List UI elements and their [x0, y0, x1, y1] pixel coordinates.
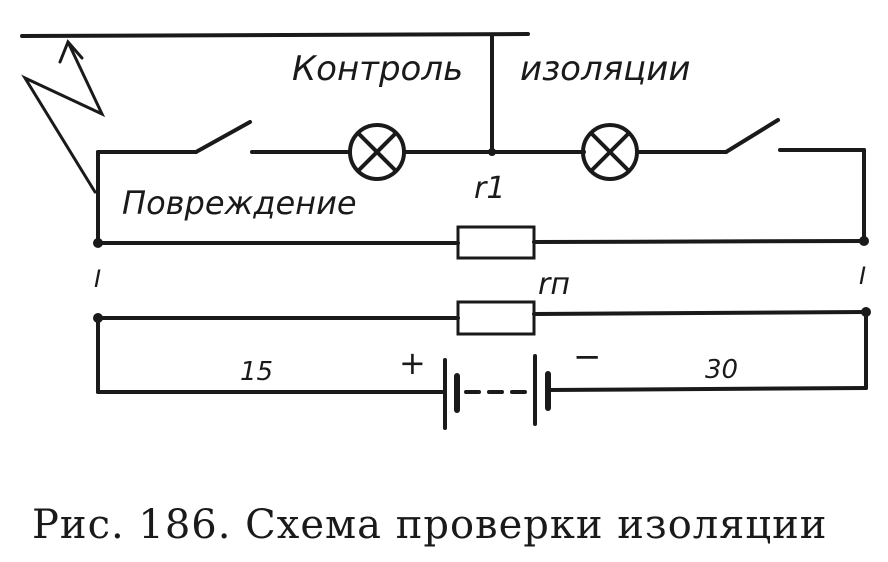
junction-dots: [93, 148, 871, 323]
ground-bar: [20, 32, 530, 38]
figure-caption: Рис. 186. Схема проверки изоляции: [32, 502, 827, 548]
label-rn: rп: [538, 267, 570, 302]
lower-conductor-right: [532, 310, 868, 316]
label-right-mark: I: [859, 262, 866, 290]
upper-resistor: [456, 225, 536, 260]
battery-wire-right: [546, 386, 868, 392]
label-r1: r1: [474, 171, 505, 206]
left-lamp: [348, 123, 406, 181]
right-switch: [724, 118, 780, 154]
fault-lightning-symbol: [21, 40, 106, 194]
fault-arrow-head: [58, 39, 84, 64]
label-damage: Повреждение: [122, 184, 357, 222]
label-left-mark: I: [94, 265, 101, 293]
left-switch: [194, 120, 252, 154]
upper-conductor-right: [532, 239, 866, 244]
label-terminal-30: 30: [705, 355, 738, 385]
battery: [443, 354, 551, 430]
lower-resistor: [456, 300, 536, 336]
label-plus: +: [399, 344, 426, 382]
label-control: Контроль: [292, 49, 463, 89]
label-minus: −: [573, 337, 602, 377]
right-lamp: [581, 123, 639, 181]
label-terminal-15: 15: [240, 357, 273, 387]
label-insulation: изоляции: [520, 49, 691, 89]
